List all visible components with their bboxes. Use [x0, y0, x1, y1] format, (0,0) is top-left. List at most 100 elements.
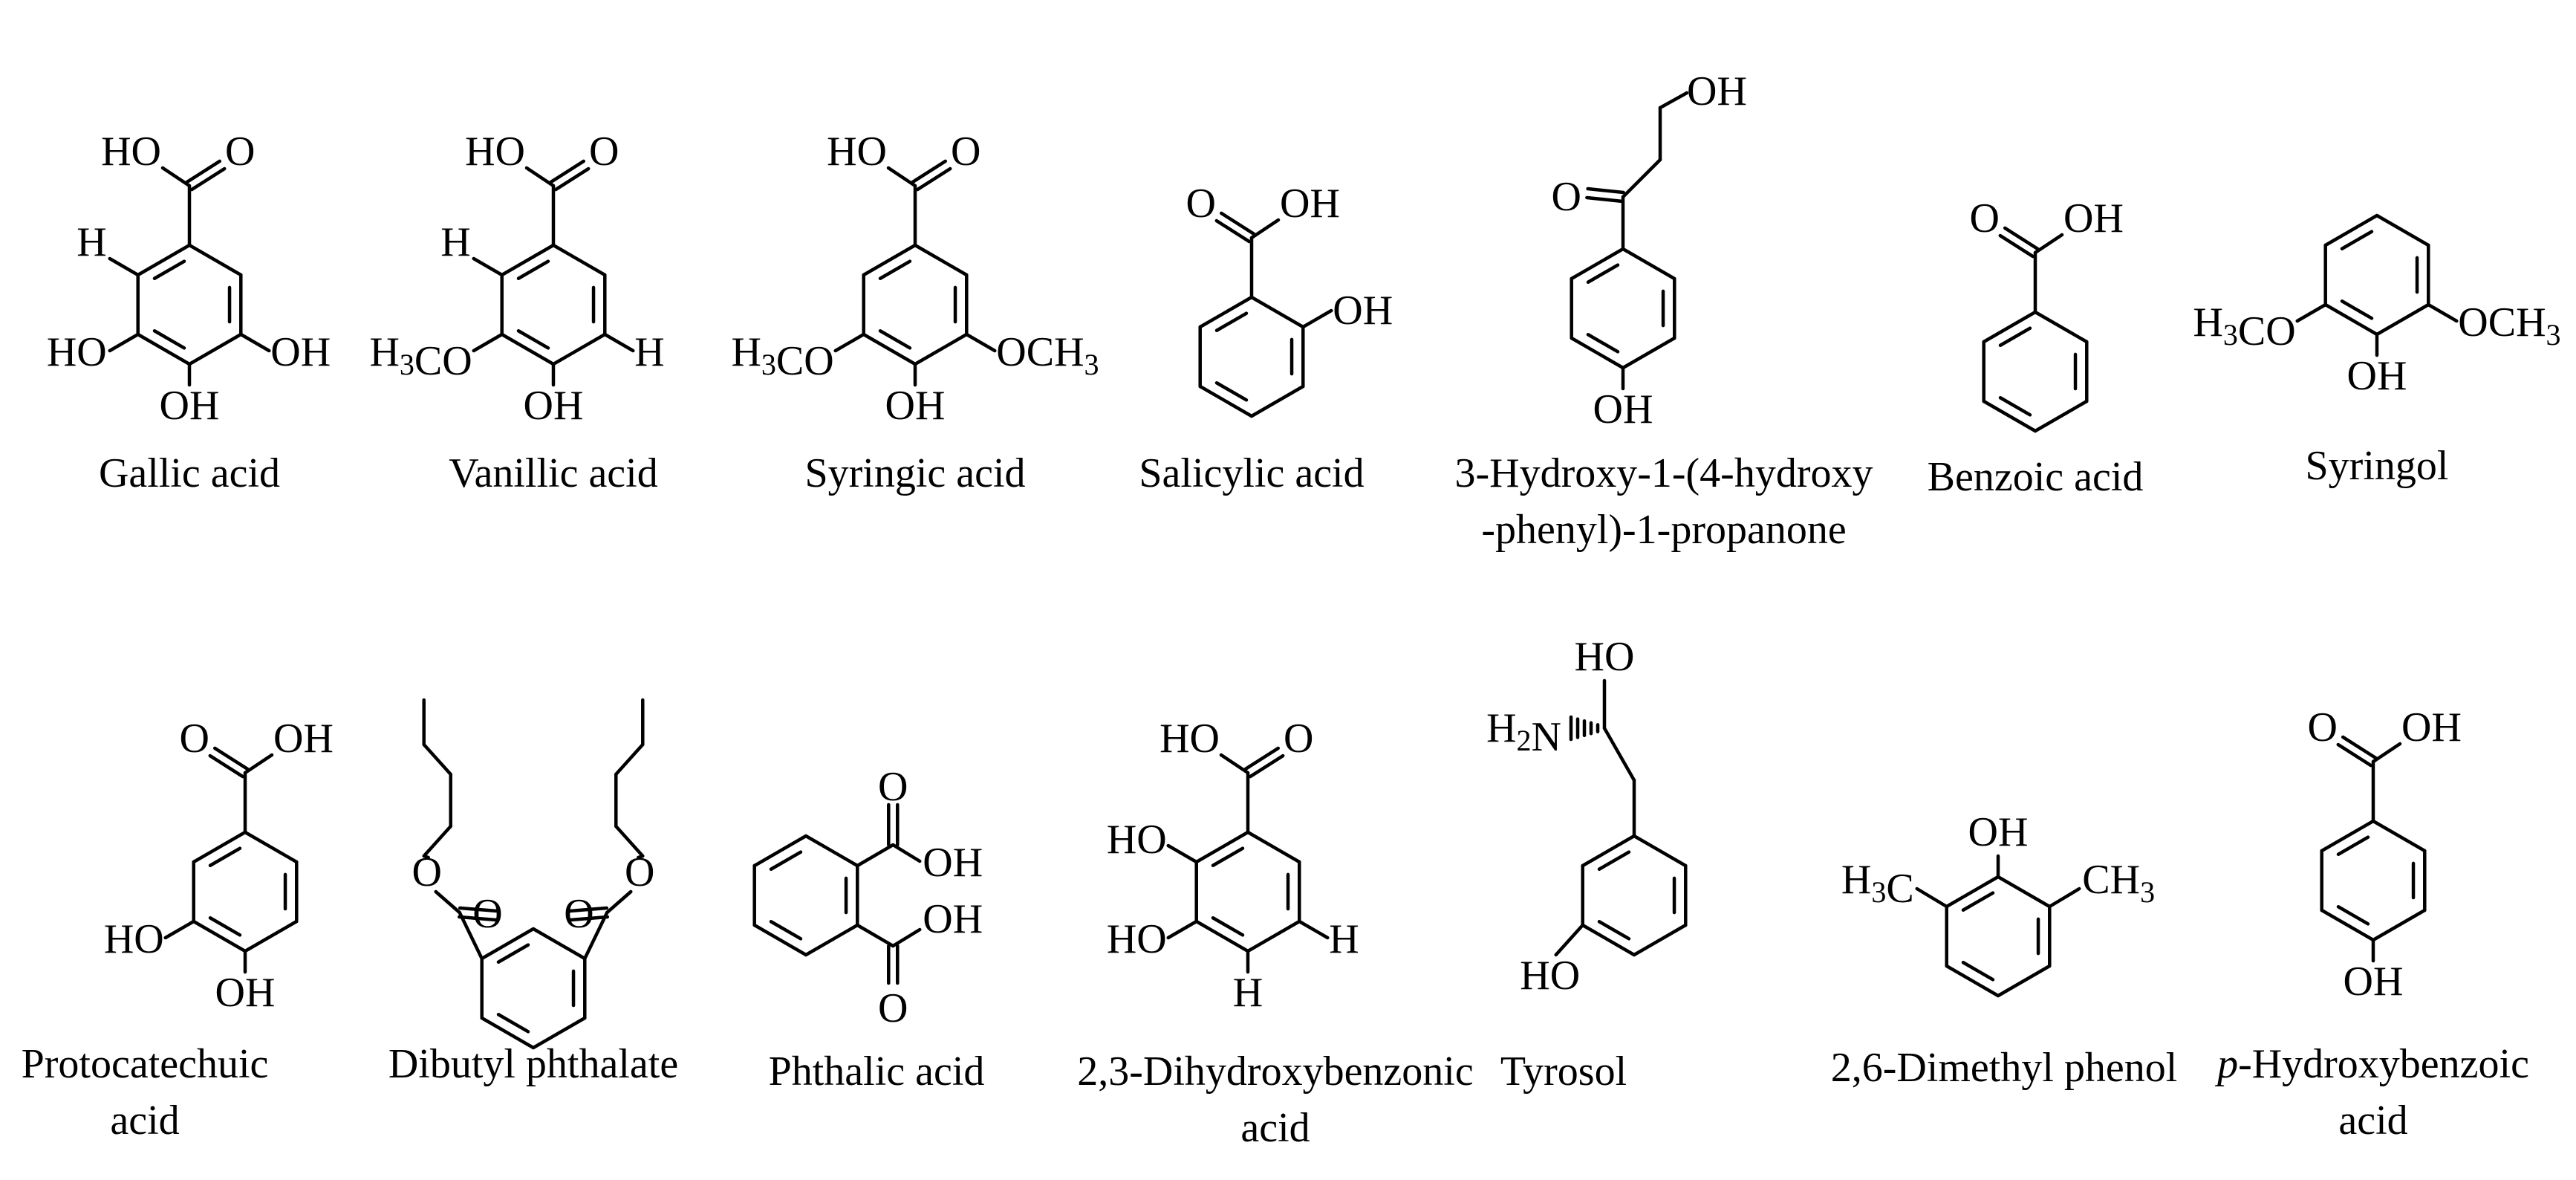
ring-bond	[531, 1016, 587, 1050]
ring-bond	[2320, 819, 2375, 853]
ring-bond	[1632, 923, 1688, 957]
ring-bond	[1570, 247, 1625, 281]
bond-line	[553, 166, 591, 192]
ring-bond	[192, 830, 247, 864]
ring-bond	[913, 332, 969, 366]
aromatic-inner-bond	[1586, 263, 1620, 284]
atom-label: CH3	[2082, 857, 2155, 909]
ring-bond	[862, 332, 917, 366]
atom-label: H	[77, 219, 106, 265]
bond-line	[1243, 746, 1281, 771]
bond-line	[422, 824, 452, 858]
atom-label: OH	[923, 896, 983, 942]
bond-line	[2003, 226, 2040, 251]
ring-bond	[2320, 908, 2375, 942]
bond-line	[160, 166, 192, 188]
atom-label: OH	[1280, 181, 1340, 227]
bond-line	[605, 889, 633, 915]
atom-label: H3CO	[369, 329, 472, 384]
ring-bond	[1194, 830, 1250, 864]
bond-line	[524, 166, 556, 188]
bond-line	[189, 166, 227, 192]
ring-bond	[480, 927, 536, 961]
atom-label: HO	[101, 129, 161, 175]
ring-bond	[187, 332, 243, 366]
bond-line	[856, 923, 895, 948]
ring-bond	[187, 243, 243, 277]
bond-line	[434, 889, 461, 915]
bond-line	[2427, 302, 2459, 323]
ring-bond	[531, 927, 587, 961]
bond-line	[549, 159, 586, 184]
atom-label: O	[589, 129, 619, 175]
bond-line	[886, 166, 917, 188]
ring-bond	[500, 243, 556, 277]
ring-bond	[1246, 830, 1301, 864]
ring-bond	[752, 923, 808, 957]
compound-name: Syringol	[2306, 443, 2449, 489]
compound-name: 2,6-Dimethyl phenol	[1831, 1045, 2178, 1091]
aromatic-inner-bond	[769, 850, 803, 871]
bond-line	[243, 753, 274, 775]
bond-line	[603, 332, 635, 353]
ring-bond	[2323, 302, 2379, 337]
bond-line	[583, 910, 609, 961]
atom-label: HO	[104, 916, 164, 962]
atom-label: OH	[160, 383, 220, 429]
atom-label: HO	[827, 129, 887, 175]
bond-line	[185, 159, 222, 184]
atom-label: O	[564, 891, 593, 937]
atom-label: O	[2308, 704, 2338, 751]
bond-line	[1554, 923, 1584, 957]
bond-line	[891, 843, 922, 863]
ring-bond	[1249, 384, 1305, 418]
atom-label: H	[634, 329, 664, 375]
aromatic-inner-bond	[1214, 311, 1249, 332]
atom-label: O	[1970, 195, 2000, 241]
compound-name: Tyrosol	[1500, 1048, 1627, 1095]
aromatic-inner-bond	[208, 916, 242, 937]
atom-label: HO	[1520, 953, 1580, 999]
ring-bond	[1945, 964, 2000, 998]
atom-label: H3CO	[731, 329, 833, 384]
atom-label: HO	[465, 129, 525, 175]
bond-line	[567, 906, 609, 913]
bond-line	[891, 927, 922, 948]
bond-line	[1298, 919, 1330, 940]
ring-bond	[1581, 834, 1636, 868]
bond-line	[915, 166, 952, 192]
atom-label: OCH3	[2458, 299, 2560, 351]
bond-line	[965, 332, 997, 353]
ring-bond	[136, 332, 192, 366]
atom-label: O	[472, 891, 502, 937]
bond-line	[1998, 233, 2035, 259]
aromatic-inner-bond	[516, 329, 550, 350]
ring-bond	[862, 243, 917, 277]
ring-bond	[1570, 336, 1625, 370]
ring-bond	[1581, 923, 1636, 957]
atom-label: H3C	[1841, 857, 1914, 912]
compound-name: Vanillic acid	[449, 450, 657, 496]
ring-bond	[2371, 819, 2427, 853]
ring-bond	[243, 830, 299, 864]
aromatic-inner-bond	[2336, 835, 2370, 856]
bond-line	[1602, 726, 1636, 782]
bond-line	[108, 256, 140, 277]
bond-line	[1915, 886, 1948, 909]
aromatic-inner-bond	[1211, 846, 1245, 867]
ring-bond	[192, 919, 247, 953]
bond-line	[614, 824, 645, 858]
aromatic-inner-bond	[1998, 326, 2032, 347]
compound-name: Benzoic acid	[1928, 454, 2144, 500]
bond-line	[2295, 302, 2327, 323]
bond-line	[2371, 742, 2402, 764]
bond-line	[856, 843, 895, 868]
ring-bond	[1198, 295, 1254, 329]
aromatic-inner-bond	[208, 846, 242, 867]
ring-bond	[1982, 310, 2037, 344]
atom-label: OH	[885, 383, 946, 429]
atom-label: OH	[524, 383, 584, 429]
bond-line	[212, 746, 250, 771]
